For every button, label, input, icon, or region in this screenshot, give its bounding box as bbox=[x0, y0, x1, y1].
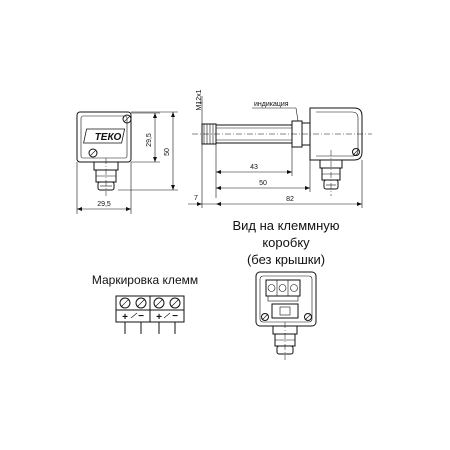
terminal-sign-2: − bbox=[138, 311, 144, 322]
terminal-view-title-3: (без крышки) bbox=[247, 252, 325, 267]
front-view: ТЕКО bbox=[76, 111, 132, 196]
dim-length-82: 82 bbox=[286, 196, 294, 203]
terminal-sign-1: + bbox=[122, 312, 128, 323]
terminal-box-view bbox=[255, 271, 317, 360]
dim-thread: M12x1 bbox=[196, 89, 203, 110]
dim-front-total-height: 50 bbox=[164, 148, 171, 156]
side-view bbox=[192, 107, 372, 196]
terminal-view-title-2: коробку bbox=[262, 235, 310, 250]
logo-text: ТЕКО bbox=[95, 132, 122, 143]
dim-length-50: 50 bbox=[259, 180, 267, 187]
dim-front-inner-height: 29,5 bbox=[146, 133, 153, 147]
side-dimensions: M12x1 индикация 43 50 82 7 bbox=[188, 89, 363, 208]
front-dimensions: 29,5 50 29,5 bbox=[76, 111, 178, 214]
terminal-marking: + − + − bbox=[115, 295, 185, 334]
terminal-marking-title: Маркировка клемм bbox=[92, 273, 198, 287]
terminal-sign-3: + bbox=[156, 312, 162, 323]
terminal-view-title-1: Вид на клеммную bbox=[232, 218, 339, 233]
indication-label: индикация bbox=[254, 101, 289, 108]
dim-length-43: 43 bbox=[250, 164, 258, 171]
dim-offset-7: 7 bbox=[194, 195, 198, 202]
dim-bottom-width: 29,5 bbox=[97, 201, 111, 208]
teko-logo: ТЕКО bbox=[83, 128, 126, 144]
terminal-sign-4: − bbox=[172, 311, 178, 322]
